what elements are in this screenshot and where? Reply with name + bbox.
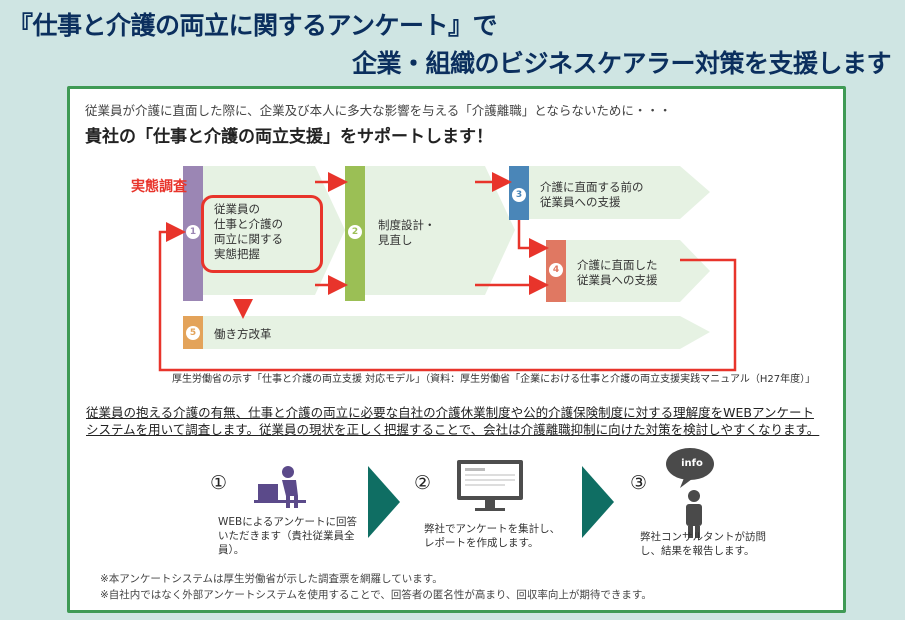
note-1: ※本アンケートシステムは厚生労働省が示した調査票を網羅しています。	[100, 573, 443, 585]
process-arrow-1	[368, 466, 400, 538]
step3-label: 介護に直面する前の従業員への支援	[540, 180, 644, 209]
headline-line2: 企業・組織のビジネスケアラー対策を支援します	[351, 49, 892, 78]
step4-number: 4	[549, 263, 563, 277]
consultant-with-speech-bubble-icon	[666, 448, 714, 538]
computer-monitor-icon	[457, 460, 523, 511]
band-step2	[363, 166, 515, 295]
service-description: 従業員の抱える介護の有無、仕事と介護の両立に必要な自社の介護休業制度や公的介護保…	[86, 405, 820, 437]
process-step3-text: 弊社コンサルタントが訪問し、結果を報告します。	[640, 531, 766, 557]
person-at-computer-icon	[254, 466, 306, 508]
intro-text: 従業員が介護に直面した際に、企業及び本人に多大な影響を与える「介護離職」とならな…	[85, 103, 672, 118]
step2-number: 2	[348, 225, 362, 239]
step4-label: 介護に直面した従業員への支援	[577, 258, 658, 287]
feedback-loop-arrow	[158, 222, 737, 372]
process-step2-text: 弊社でアンケートを集計し、レポートを作成します。	[424, 523, 561, 549]
subheading: 貴社の「仕事と介護の両立支援」をサポートします！	[85, 127, 493, 147]
headline-line1: 『仕事と介護の両立に関するアンケート』で	[8, 11, 498, 40]
process-step3-number: ③	[630, 472, 648, 494]
note-2: ※自社内ではなく外部アンケートシステムを使用することで、回答者の匿名性が高まり、…	[100, 589, 652, 601]
step2-label: 制度設計・見直し	[378, 218, 436, 247]
step5-label: 働き方改革	[214, 327, 272, 341]
process-step2-number: ②	[414, 472, 432, 494]
diagram-caption: 厚生労働省の示す「仕事と介護の両立支援 対応モデル」（資料：厚生労働省「企業にお…	[172, 374, 816, 385]
support-flow-diagram	[158, 166, 737, 372]
step3-number: 3	[512, 188, 526, 202]
step1-number: 1	[186, 225, 200, 239]
band-step1	[183, 166, 345, 295]
band-step5	[183, 316, 710, 349]
step5-number: 5	[186, 326, 200, 340]
band-step3	[527, 166, 710, 219]
process-arrow-2	[582, 466, 614, 538]
survey-highlight-label: 実態調査	[131, 179, 187, 195]
process-step1-text: WEBによるアンケートに回答いただきます（貴社従業員全員）。	[218, 516, 357, 556]
process-step1-number: ①	[210, 472, 228, 494]
survey-highlight-box	[201, 195, 323, 273]
band-step4	[563, 240, 710, 302]
step1-label: 従業員の仕事と介護の両立に関する実態把握	[214, 202, 283, 261]
arrow-3-to-4	[517, 220, 549, 258]
info-bubble-text: info	[681, 458, 703, 469]
